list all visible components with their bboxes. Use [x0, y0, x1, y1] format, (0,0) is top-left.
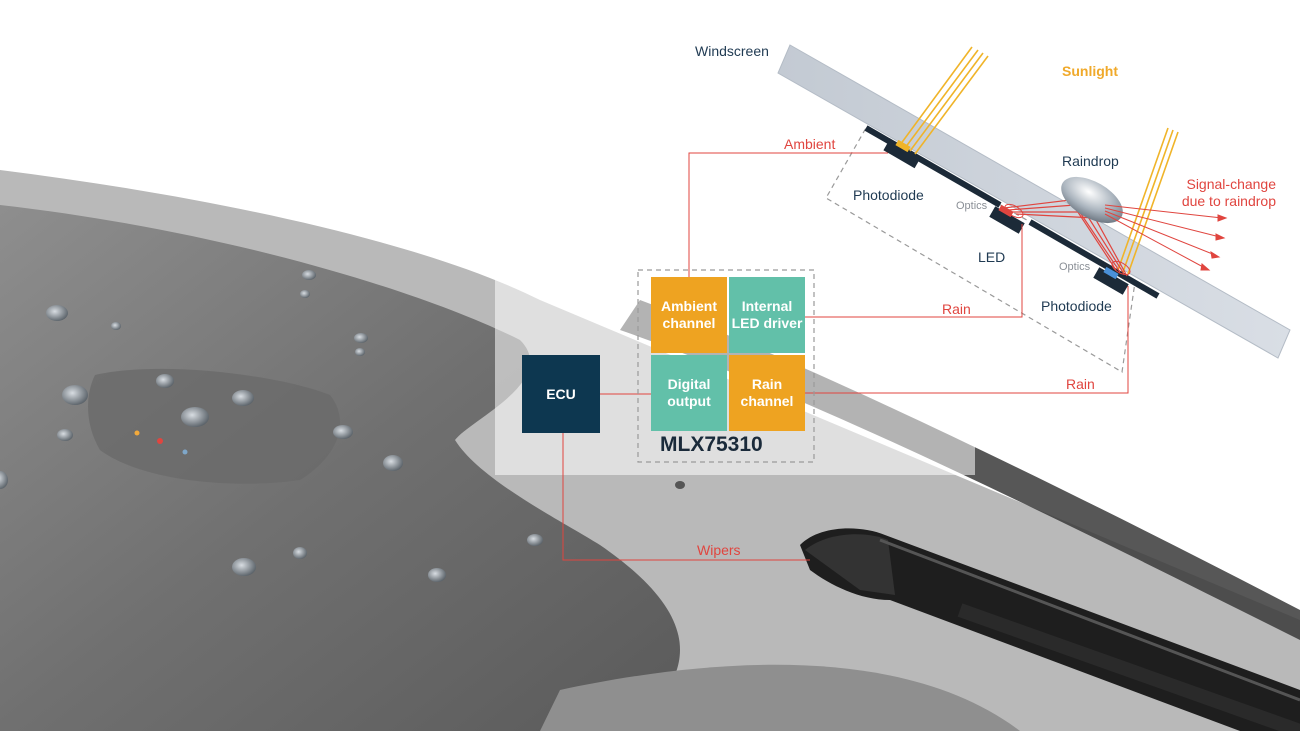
- optics-lower-label: Optics: [1059, 261, 1091, 273]
- led-label: LED: [978, 249, 1006, 265]
- optics-photodiode: [1111, 260, 1131, 276]
- car-raindrop: [57, 429, 73, 441]
- car-raindrop: [46, 305, 68, 321]
- sensor-module: [88, 368, 341, 484]
- car-raindrop: [0, 471, 8, 489]
- indicator-light-orange: [134, 430, 140, 436]
- ecu-block: ECU: [522, 355, 600, 433]
- sensor-board-lower: [1028, 219, 1160, 299]
- optics-led: [1004, 203, 1024, 219]
- sunlight-rays-lower: [1117, 127, 1179, 275]
- sunlight-rays-upper: [899, 46, 989, 155]
- car-raindrop: [354, 333, 368, 343]
- chip-name: MLX75310: [660, 433, 763, 456]
- sensor-housing-outline: [825, 127, 1136, 373]
- sunlight-label: Sunlight: [1062, 63, 1118, 79]
- rain-channel-block: Rain channel: [729, 355, 805, 431]
- rain-lower-line: [805, 286, 1129, 394]
- indicator-light-blue: [182, 449, 188, 455]
- led-driver-block: Internal LED driver: [729, 277, 805, 353]
- car-raindrop: [428, 568, 446, 582]
- car-raindrop: [355, 348, 365, 356]
- car-raindrop: [232, 558, 256, 576]
- chip-outline: [637, 269, 815, 463]
- scatter-arrows: [1104, 204, 1228, 271]
- windscreen-section: [777, 44, 1291, 359]
- car-raindrop: [675, 481, 685, 489]
- ambient-line: [688, 152, 888, 277]
- signal-change-label: Signal-change due to raindrop: [1181, 176, 1276, 209]
- car-raindrop: [111, 322, 121, 330]
- car-raindrop: [527, 534, 543, 546]
- wipers-line: [562, 433, 810, 561]
- car-raindrop: [181, 407, 209, 427]
- car-raindrop: [302, 270, 316, 280]
- optics-upper-label: Optics: [956, 200, 988, 212]
- photodiode-lower-component: [1093, 266, 1129, 295]
- wiper-blade: [800, 528, 1300, 731]
- ambient-channel-block: Ambient channel: [651, 277, 727, 353]
- car-raindrop: [333, 425, 353, 439]
- rain-upper-label: Rain: [942, 301, 971, 317]
- wipers-label: Wipers: [697, 542, 741, 558]
- windscreen-label: Windscreen: [695, 43, 769, 59]
- photodiode-upper-component: [883, 139, 921, 169]
- car-raindrop: [232, 390, 254, 406]
- car-raindrop: [300, 290, 310, 298]
- rain-upper-line: [805, 224, 1023, 318]
- car-raindrop: [383, 455, 403, 471]
- cowl-strip: [540, 664, 1020, 731]
- signal-lines: [562, 152, 1129, 561]
- car-raindrop: [62, 385, 88, 405]
- sensor-board-upper: [864, 125, 1002, 208]
- ambient-label: Ambient: [784, 136, 836, 152]
- rain-lower-label: Rain: [1066, 376, 1095, 392]
- photodiode-upper-label: Photodiode: [853, 187, 924, 203]
- car-raindrop: [293, 547, 307, 559]
- digital-output-block: Digital output: [651, 355, 727, 431]
- car-raindrop: [156, 374, 174, 388]
- indicator-light-red: [157, 438, 163, 444]
- photodiode-lower-label: Photodiode: [1041, 298, 1112, 314]
- raindrop-label: Raindrop: [1062, 153, 1119, 169]
